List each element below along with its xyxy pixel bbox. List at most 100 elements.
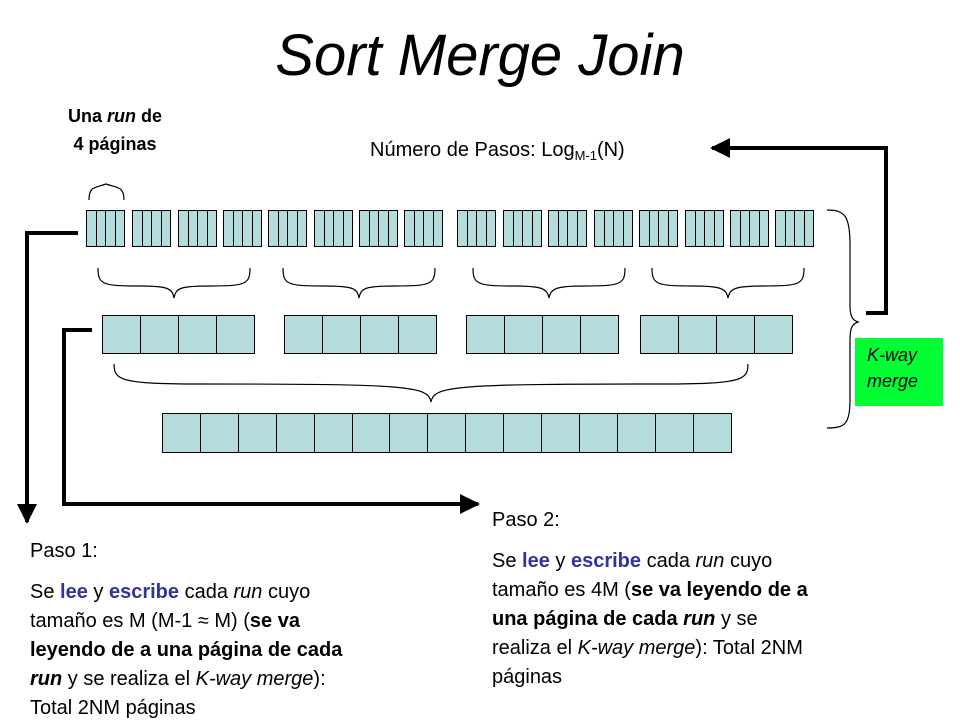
row2-run4-page2 [678, 315, 717, 354]
step1-total: Total 2NM páginas [30, 697, 196, 719]
step2-bold-run: run [683, 608, 716, 630]
row3-page11 [541, 413, 580, 453]
row3-page2 [199, 413, 239, 453]
step1-head: Paso 1: [30, 540, 98, 562]
row1-run6-page4 [342, 210, 353, 247]
brace-big [113, 363, 749, 403]
row3-page6 [351, 413, 391, 453]
row1-run10-page4 [531, 210, 542, 247]
step2-t7: realiza el [492, 637, 578, 659]
row2-run3-page1 [466, 315, 505, 354]
row1-run1-page4 [114, 210, 125, 247]
step1-body: Se lee y escribe cada run cuyo tamaño es… [30, 578, 420, 723]
row3-page5 [313, 413, 353, 453]
run-label-post: de [136, 106, 163, 126]
row3-page13 [616, 413, 656, 453]
row2-run4-page4 [754, 315, 793, 354]
row1-run2-page4 [160, 210, 171, 247]
row3-page7 [389, 413, 429, 453]
page-title: Sort Merge Join [275, 23, 685, 88]
row1-run3-page4 [206, 210, 217, 247]
step1-run: run [233, 581, 263, 603]
passes-prefix: Número de Pasos: Log [370, 139, 575, 161]
step1-bold1: se va [249, 610, 300, 632]
step2-bold2: una página de cada [492, 608, 684, 630]
row1-run14-page4 [713, 210, 724, 247]
step1-text: Paso 1: Se lee y escribe cada run cuyo t… [30, 537, 420, 723]
row1-run16-page4 [803, 210, 814, 247]
row3-page4 [275, 413, 315, 453]
step2-t3: cada [641, 550, 696, 572]
step2-bold1: se va leyendo de a [630, 579, 808, 601]
row1-run7-page4 [387, 210, 398, 247]
step1-t4: cuyo [262, 581, 311, 603]
step1-arrow [17, 231, 78, 524]
passes-label: Número de Pasos: LogM-1(N) [370, 139, 625, 163]
row2-run2-page3 [360, 315, 399, 354]
row3-page12 [578, 413, 618, 453]
step2-t4: cuyo [724, 550, 773, 572]
step1-t7: ): [313, 668, 326, 690]
row3-page15 [692, 413, 732, 453]
step2-body: Se lee y escribe cada run cuyo tamaño es… [492, 547, 892, 692]
run-bracket [88, 183, 125, 201]
step1-kway: K-way merge [195, 668, 314, 690]
step1-bold2: leyendo de a una página de cada [30, 639, 343, 661]
run-label-pre: Una [67, 106, 107, 126]
row1-run8-page4 [432, 210, 443, 247]
step2-t6: y se [715, 608, 758, 630]
step1-t2: y [87, 581, 109, 603]
row2-run2-page4 [398, 315, 437, 354]
row1-run9-page4 [485, 210, 496, 247]
run-label-line2: 4 páginas [73, 134, 157, 154]
row1-run4-page4 [251, 210, 262, 247]
step1-lee: lee [60, 581, 88, 603]
row1-run11-page4 [576, 210, 587, 247]
brace-2 [282, 267, 436, 299]
brace-right [826, 209, 860, 429]
step1-escribe: escribe [108, 581, 180, 603]
step2-arrow [62, 328, 480, 514]
row2-run4-page1 [640, 315, 679, 354]
step2-head: Paso 2: [492, 509, 560, 531]
row2-run3-page2 [504, 315, 543, 354]
step1-bold-run: run [30, 668, 63, 690]
row2-run1-page3 [178, 315, 217, 354]
step2-total: páginas [492, 666, 563, 688]
kway-line2: merge [867, 371, 919, 391]
row2-run1-page4 [216, 315, 255, 354]
row3-page10 [503, 413, 543, 453]
row3-page1 [162, 413, 201, 453]
step1-t6: y se realiza el [62, 668, 196, 690]
brace-1 [97, 267, 251, 299]
row2-run2-page2 [322, 315, 361, 354]
row2-run3-page4 [580, 315, 619, 354]
row3-page3 [237, 413, 277, 453]
step2-escribe: escribe [570, 550, 642, 572]
step1-t1: Se [30, 581, 61, 603]
row1-run15-page4 [758, 210, 769, 247]
step2-text: Paso 2: Se lee y escribe cada run cuyo t… [492, 506, 892, 692]
row1-run13-page4 [667, 210, 678, 247]
passes-subscript: M-1 [574, 148, 597, 163]
step1-t5: tamaño es M (M-1 ≈ M) ( [30, 610, 250, 632]
run-label: Una run de 4 páginas [40, 102, 190, 158]
row1-run5-page4 [296, 210, 307, 247]
row2-run1-page1 [102, 315, 141, 354]
kway-line1: K-way [867, 345, 918, 365]
step2-lee: lee [522, 550, 550, 572]
step2-t5: tamaño es 4M ( [492, 579, 631, 601]
run-label-run: run [107, 106, 136, 126]
row1-run12-page4 [622, 210, 633, 247]
step2-kway: K-way merge [577, 637, 696, 659]
brace-3 [472, 267, 626, 299]
step2-t1: Se [492, 550, 523, 572]
passes-arrow [710, 138, 888, 315]
step2-t2: y [549, 550, 571, 572]
kway-merge-box: K-way merge [855, 338, 943, 406]
step1-t3: cada [179, 581, 234, 603]
step2-t8: ): Total 2NM [695, 637, 803, 659]
passes-suffix: (N) [596, 139, 625, 161]
step2-run: run [695, 550, 725, 572]
